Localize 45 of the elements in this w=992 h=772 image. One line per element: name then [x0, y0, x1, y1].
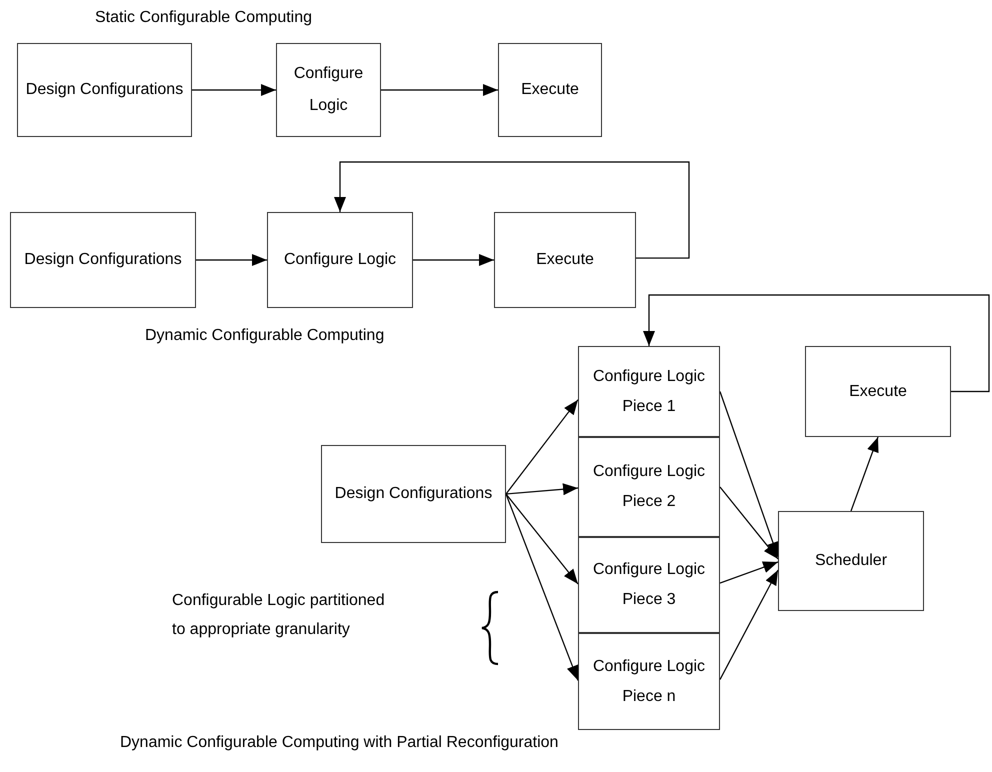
arrow — [192, 84, 276, 96]
arrow — [719, 391, 779, 558]
logic-piece-box — [578, 633, 720, 730]
arrow — [506, 399, 578, 494]
section-caption: Dynamic Configurable Computing with Partial Reconfiguration — [120, 733, 560, 753]
process-box — [267, 212, 413, 308]
process-box — [805, 346, 951, 437]
node-text: Configure Logic — [292, 64, 364, 116]
section-caption: Configurable Logic partitioned to appropriate granularity — [172, 591, 386, 640]
process-box — [494, 212, 636, 308]
node-text: Execute — [521, 80, 579, 100]
node-text: Design Configurations — [24, 250, 182, 270]
node-text: Design Configurations — [334, 484, 492, 504]
node-text: Execute — [849, 382, 907, 402]
arrow — [643, 294, 990, 392]
arrow — [506, 483, 578, 496]
arrow — [506, 494, 578, 584]
arrow — [196, 254, 267, 266]
node-text: Configure Logic — [284, 250, 396, 270]
process-box — [778, 511, 924, 611]
arrow — [720, 486, 778, 560]
logic-piece-box — [578, 537, 720, 633]
node-text: Execute — [536, 250, 594, 270]
arrow — [505, 494, 579, 681]
process-box — [276, 43, 381, 137]
logic-piece-box — [578, 437, 720, 537]
arrow — [720, 561, 778, 584]
section-caption: Dynamic Configurable Computing — [145, 326, 386, 346]
node-text: Configure Logic Piece n — [592, 656, 706, 706]
logic-piece-box — [578, 346, 720, 437]
process-box — [321, 445, 506, 543]
arrow — [381, 84, 498, 96]
node-text: Configure Logic Piece 2 — [592, 462, 706, 512]
section-caption: Static Configurable Computing — [95, 8, 314, 28]
arrow — [334, 161, 690, 259]
arrow — [719, 570, 779, 680]
process-box — [17, 43, 192, 137]
node-text: Configure Logic Piece 1 — [592, 366, 706, 416]
node-text: Design Configurations — [26, 80, 184, 100]
process-box — [10, 212, 196, 308]
arrow — [850, 436, 879, 512]
node-text: Configure Logic Piece 3 — [592, 560, 706, 610]
arrow — [413, 254, 494, 266]
process-box — [498, 43, 602, 137]
node-text: Scheduler — [814, 551, 888, 571]
